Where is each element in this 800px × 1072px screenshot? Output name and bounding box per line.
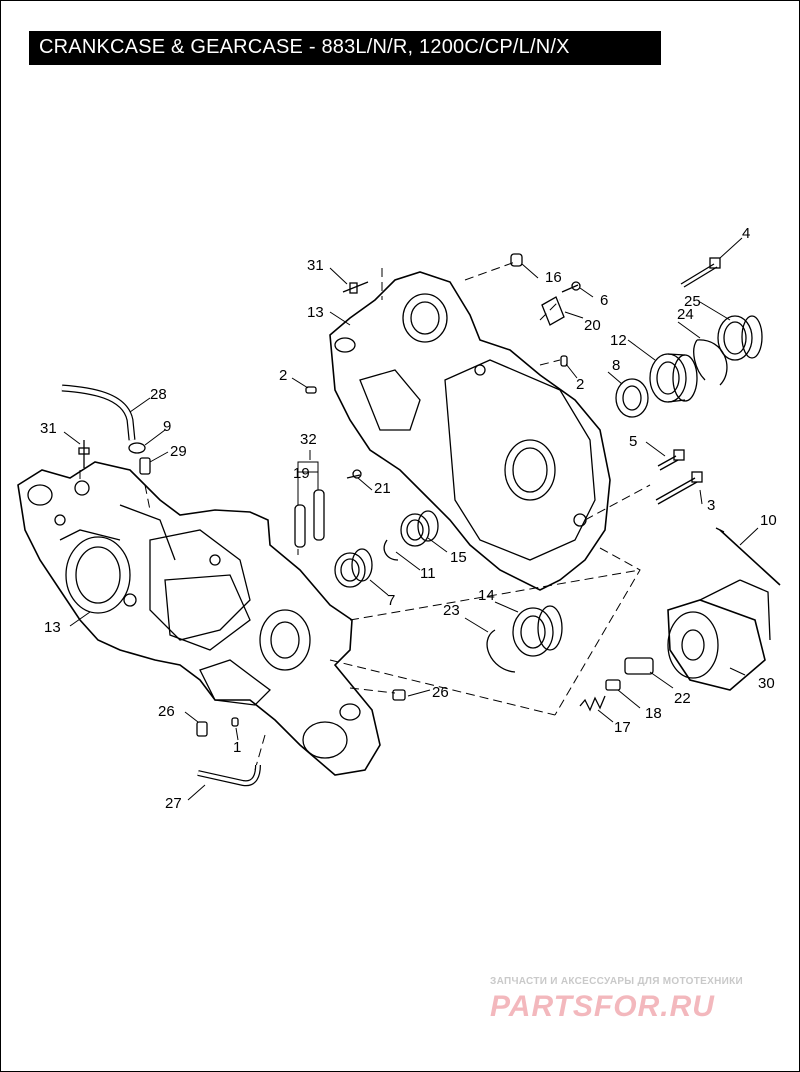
- part-dowel-2-right: [560, 355, 568, 367]
- callout-31-left: 31: [40, 420, 57, 437]
- callout-18: 18: [645, 705, 662, 722]
- watermark-tagline: ЗАПЧАСТИ И АКСЕССУАРЫ ДЛЯ МОТОТЕХНИКИ: [490, 976, 743, 987]
- callout-2-right: 2: [576, 376, 584, 393]
- callout-15: 15: [450, 549, 467, 566]
- part-hose-27: [197, 764, 261, 787]
- callout-8: 8: [612, 357, 620, 374]
- callout-6: 6: [600, 292, 608, 309]
- part-bearing-15: [400, 510, 439, 547]
- callout-12: 12: [610, 332, 627, 349]
- assembly-guide-lines: [79, 261, 651, 771]
- part-stud-31-top: [342, 281, 369, 294]
- part-ring-23: [486, 629, 516, 673]
- part-tube-28: [61, 384, 136, 441]
- callout-20: 20: [584, 317, 601, 334]
- part-bolt-4: [680, 257, 721, 288]
- callout-19: 19: [293, 465, 310, 482]
- leader-lines: [63, 237, 759, 801]
- part-retaining-ring-24: [693, 339, 728, 386]
- callout-25: 25: [684, 293, 701, 310]
- part-cover-20: [541, 296, 565, 326]
- part-bearing-7: [334, 548, 373, 588]
- callout-32: 32: [300, 431, 317, 448]
- part-clamp-9: [128, 442, 146, 454]
- part-dipstick-10: [715, 527, 781, 586]
- callout-23: 23: [443, 602, 460, 619]
- callout-17: 17: [614, 719, 631, 736]
- part-adapter-22: [624, 657, 654, 675]
- part-valve-18: [605, 679, 621, 691]
- part-ring-11: [383, 539, 399, 561]
- part-seal-8: [615, 378, 649, 418]
- callout-27: 27: [165, 795, 182, 812]
- callout-1: 1: [233, 739, 241, 756]
- part-bolt-3: [655, 471, 703, 505]
- part-dowel-2-left: [305, 386, 317, 394]
- part-screw-21: [346, 469, 362, 479]
- callout-11: 11: [420, 565, 436, 582]
- callout-16: 16: [545, 269, 562, 286]
- right-crankcase-drawing: [329, 271, 611, 591]
- part-fitting-29: [139, 457, 151, 475]
- callout-7: 7: [387, 592, 395, 609]
- callout-labels: 1 2 2 3 4 5 6 7 8 9 10 11 12 13 13 14 15…: [40, 225, 777, 812]
- part-tensioner-19b: [313, 489, 325, 541]
- part-stud-31-left: [78, 440, 90, 468]
- callout-24: 24: [677, 306, 694, 323]
- part-plug-16: [510, 253, 523, 267]
- part-oil-filter-30: [667, 579, 771, 691]
- part-tensioner-19a: [294, 504, 306, 548]
- part-plug-26-left: [196, 721, 208, 737]
- part-dowel-1: [231, 717, 239, 727]
- part-bearing-12: [649, 353, 698, 403]
- title-bar: CRANKCASE & GEARCASE - 883L/N/R, 1200C/C…: [29, 31, 661, 65]
- callout-22: 22: [674, 690, 691, 707]
- callout-5: 5: [629, 433, 637, 450]
- callout-13-left: 13: [44, 619, 61, 636]
- callout-28: 28: [150, 386, 167, 403]
- part-bushing-25: [717, 315, 763, 361]
- callout-26-right: 26: [432, 684, 449, 701]
- page-title: CRANKCASE & GEARCASE - 883L/N/R, 1200C/C…: [39, 36, 570, 58]
- part-spring-17: [579, 695, 606, 712]
- watermark-logo: PARTSFOR.RU: [490, 990, 715, 1023]
- part-screw-6: [561, 281, 581, 293]
- callout-3: 3: [707, 497, 715, 514]
- callout-26-left: 26: [158, 703, 175, 720]
- callout-2-left: 2: [279, 367, 287, 384]
- part-plug-26-right: [392, 689, 406, 701]
- callout-13-top: 13: [307, 304, 324, 321]
- callout-30: 30: [758, 675, 775, 692]
- left-crankcase-drawing: [17, 461, 381, 776]
- callout-4: 4: [742, 225, 750, 242]
- callout-14: 14: [478, 587, 495, 604]
- callout-9: 9: [163, 418, 171, 435]
- part-bolt-5: [657, 449, 685, 471]
- callout-21: 21: [374, 480, 391, 497]
- callout-10: 10: [760, 512, 777, 529]
- callout-29: 29: [170, 443, 187, 460]
- part-bearing-14: [512, 605, 563, 657]
- callout-31-top: 31: [307, 257, 324, 274]
